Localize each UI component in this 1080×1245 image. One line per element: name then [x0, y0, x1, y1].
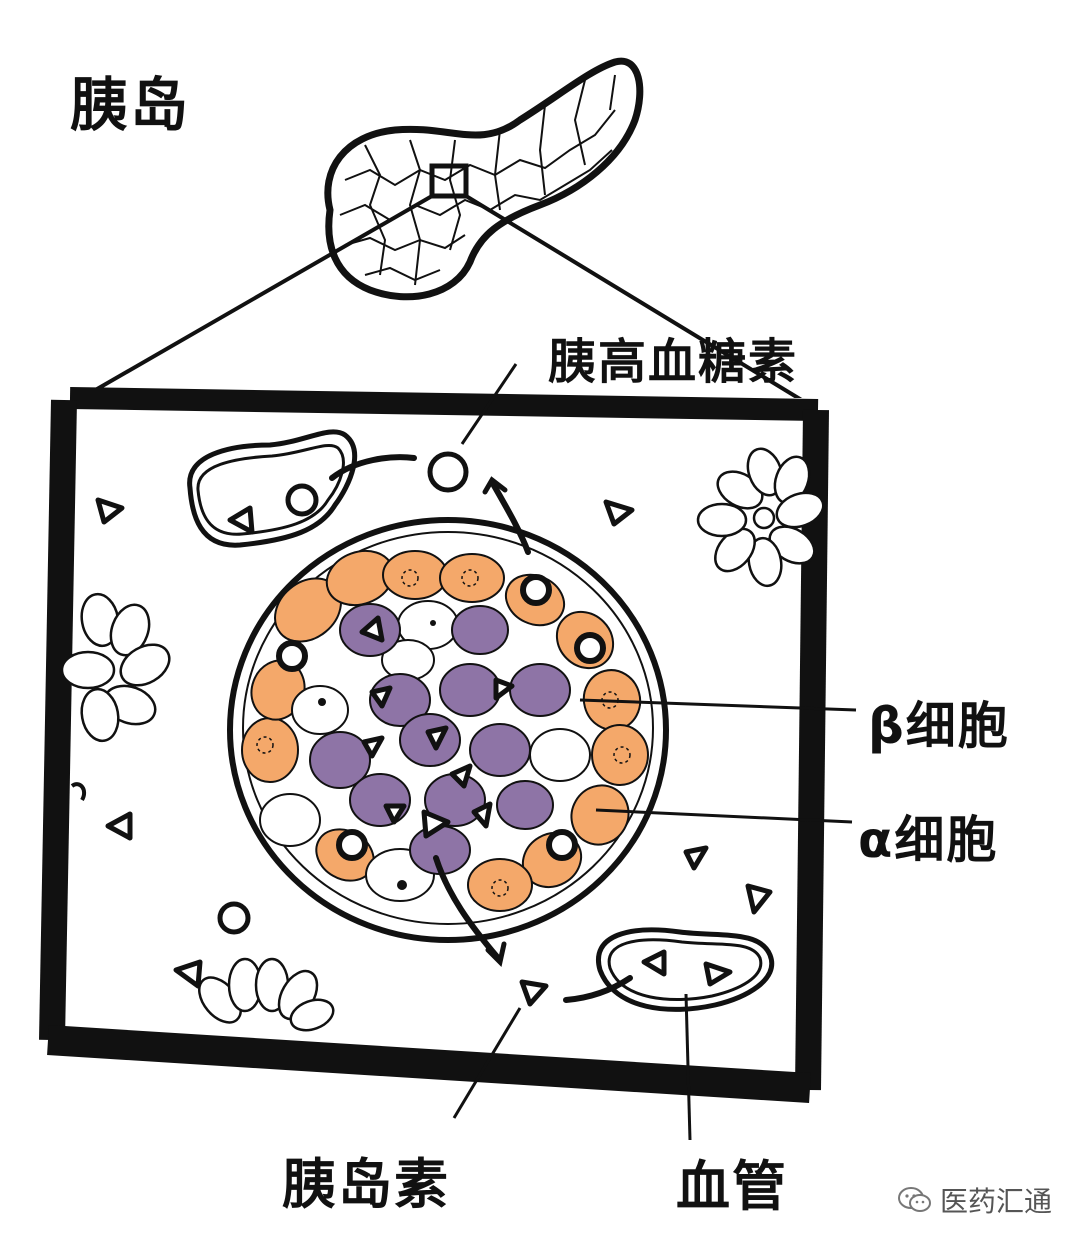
watermark-text: 医药汇通 — [940, 1185, 1053, 1218]
glucagon-granules-islet — [276, 574, 606, 861]
islet — [227, 517, 669, 943]
watermark: 医药汇通 — [898, 1180, 1052, 1220]
cell-dots — [318, 620, 436, 890]
insulin-label: 胰岛素 — [282, 1153, 450, 1216]
glucagon-granules-tissue — [217, 451, 469, 935]
acinus-bottom — [198, 957, 335, 1032]
pancreas-organ — [324, 57, 644, 301]
secretion-arrows — [329, 454, 633, 1003]
partial-granule — [70, 782, 87, 802]
insulin-granules-tissue — [95, 497, 773, 1007]
islet-title-label: 胰岛 — [70, 71, 191, 139]
zoom-lines — [77, 194, 820, 412]
insulin-granules-islet — [359, 615, 515, 839]
beta-cell-label: β细胞 — [868, 697, 1010, 755]
alpha-cell-label: α细胞 — [858, 811, 999, 869]
wechat-icon — [898, 1187, 931, 1212]
blood-vessel-label: 血管 — [676, 1155, 788, 1218]
acinus-left — [60, 592, 171, 743]
acinus-upper-right — [696, 447, 825, 588]
blood-vessel-lower — [596, 927, 775, 1012]
pancreas-texture — [339, 74, 616, 286]
glucagon-label: 胰高血糖素 — [548, 334, 799, 390]
delta-cells — [259, 600, 591, 902]
zoom-region-marker — [429, 163, 469, 199]
leader-lines — [452, 363, 857, 1141]
